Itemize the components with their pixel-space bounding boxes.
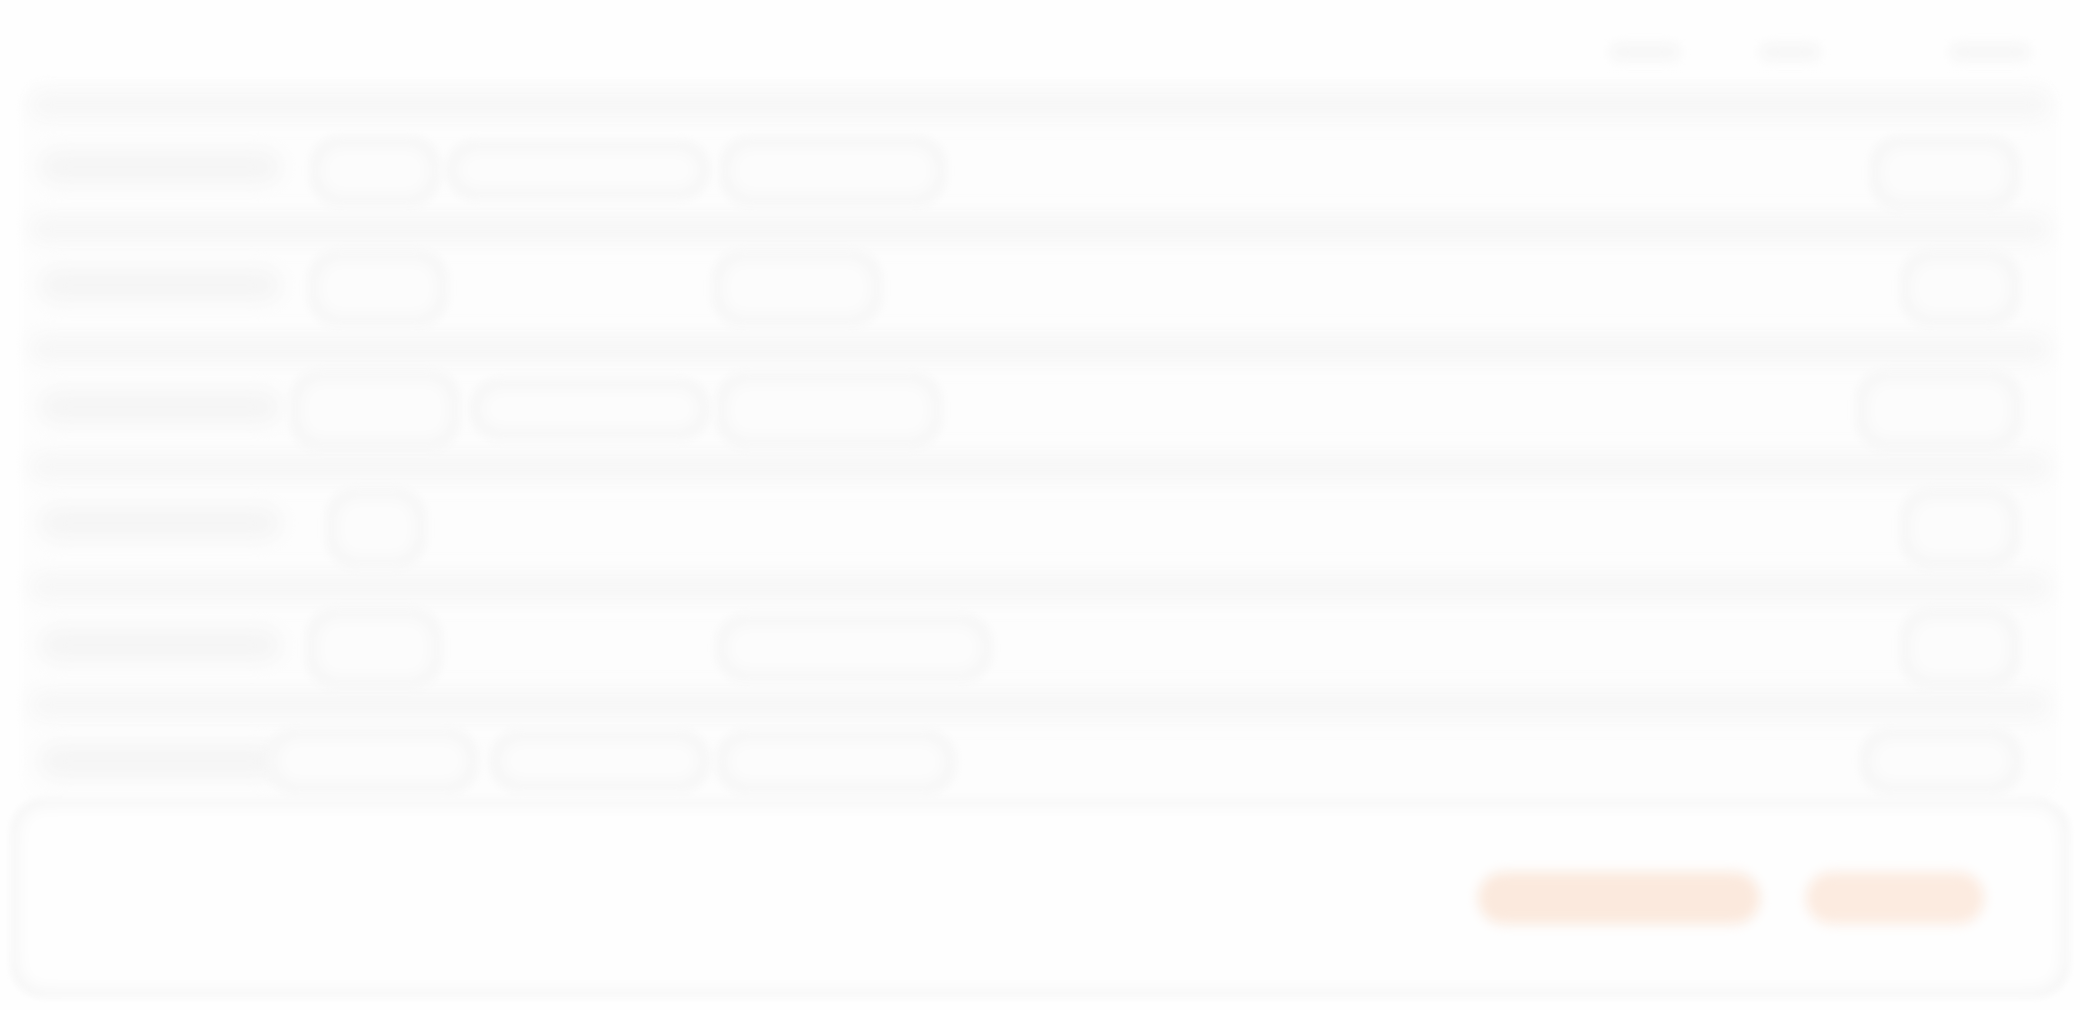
- footer-action-bar: [10, 798, 2070, 998]
- row-separator: [30, 452, 2050, 482]
- table-cell[interactable]: [306, 608, 442, 688]
- table-cell[interactable]: [1870, 136, 2020, 210]
- row-label: [40, 506, 280, 540]
- row-separator: [30, 90, 2050, 120]
- row-label: [40, 150, 280, 184]
- row-separator: [30, 572, 2050, 602]
- row-label: [40, 628, 280, 662]
- table-cell[interactable]: [720, 136, 946, 206]
- header-mark-2: [1760, 44, 1820, 60]
- table-cell[interactable]: [290, 370, 460, 450]
- table-cell[interactable]: [1900, 608, 2020, 688]
- table-cell[interactable]: [308, 250, 448, 326]
- table-cell[interactable]: [310, 136, 440, 206]
- table-cell[interactable]: [470, 378, 710, 440]
- table-cell[interactable]: [1856, 370, 2022, 450]
- table-cell[interactable]: [326, 488, 426, 568]
- table-cell[interactable]: [716, 614, 992, 682]
- table-cell[interactable]: [716, 730, 956, 794]
- table-cell[interactable]: [490, 730, 710, 792]
- header-mark-3: [1950, 44, 2030, 60]
- row-label: [40, 390, 280, 424]
- table-cell[interactable]: [446, 140, 710, 200]
- table-cell[interactable]: [716, 372, 942, 448]
- header-mark-1: [1610, 44, 1680, 60]
- row-separator: [30, 334, 2050, 364]
- table-cell[interactable]: [1900, 250, 2020, 326]
- primary-action-button[interactable]: [1478, 872, 1760, 924]
- secondary-action-button[interactable]: [1806, 872, 1984, 924]
- table-cell[interactable]: [1860, 728, 2022, 794]
- table-cell[interactable]: [1900, 488, 2020, 568]
- row-separator: [30, 690, 2050, 720]
- row-label: [40, 268, 280, 302]
- row-separator: [30, 214, 2050, 244]
- table-cell[interactable]: [266, 728, 478, 794]
- row-label: [40, 744, 280, 778]
- table-cell[interactable]: [712, 250, 882, 326]
